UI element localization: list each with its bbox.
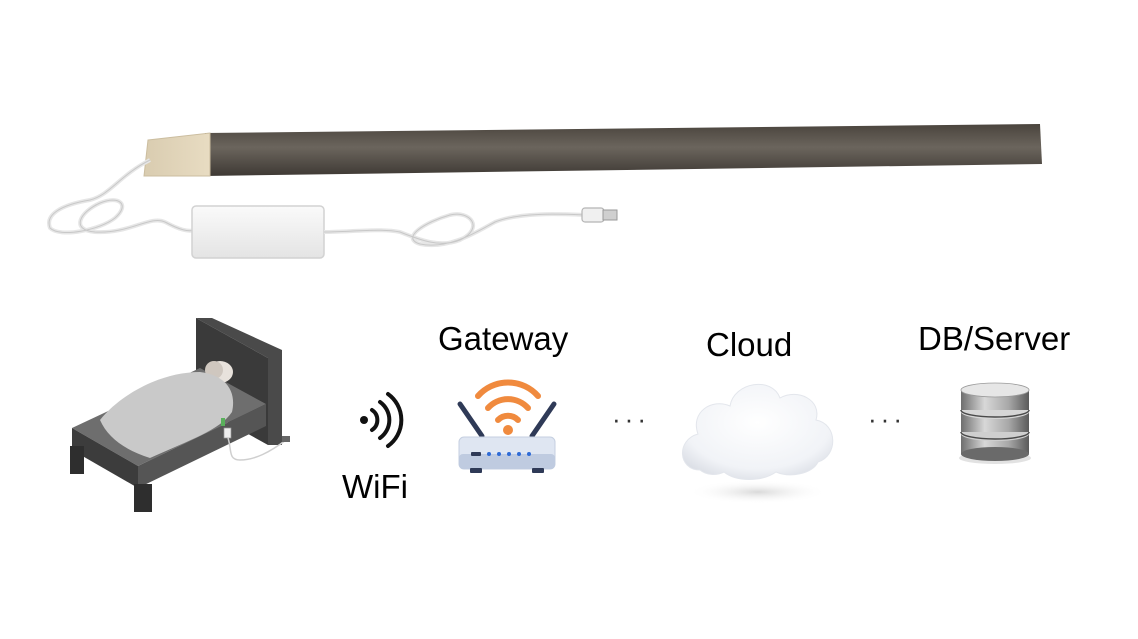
sensor-strip [205, 124, 1042, 176]
usb-plug [581, 207, 605, 223]
sensor-tape-end [143, 132, 211, 177]
connector-cloud-server: ··· [868, 404, 906, 434]
sensor-strip-photo [47, 124, 1042, 259]
cloud-label: Cloud [706, 326, 793, 363]
db-server-label: DB/Server [918, 320, 1071, 357]
connector-gateway-cloud: ··· [612, 404, 650, 434]
wifi-label: WiFi [342, 468, 408, 505]
gateway-label: Gateway [438, 320, 569, 357]
sensor-module-box [191, 205, 325, 259]
